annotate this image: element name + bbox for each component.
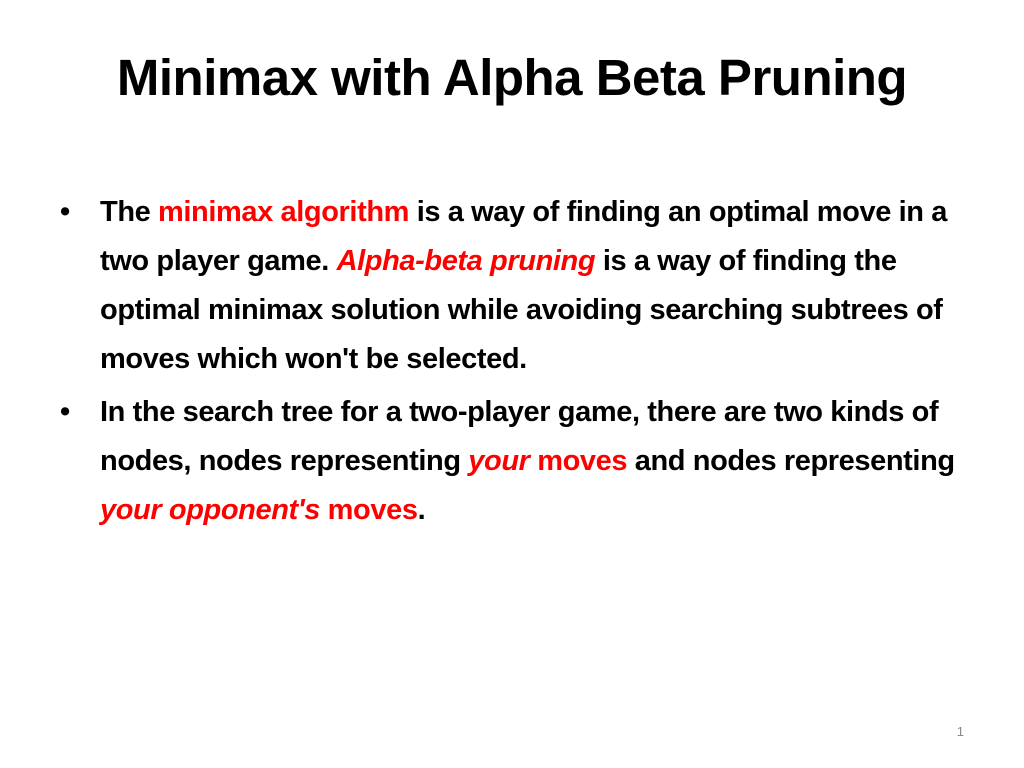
- slide-title: Minimax with Alpha Beta Pruning: [116, 49, 908, 106]
- bullet-list: • The minimax algorithm is a way of find…: [60, 188, 980, 539]
- page-number: 1: [956, 724, 964, 739]
- text-segment: The: [100, 196, 159, 228]
- highlight-term: moves: [537, 445, 628, 477]
- bullet-icon: •: [60, 196, 70, 228]
- bullet-item: • In the search tree for a two-player ga…: [60, 388, 980, 535]
- highlight-term: minimax algorithm: [158, 196, 410, 228]
- bullet-icon: •: [60, 396, 70, 428]
- highlight-term: moves: [327, 494, 418, 526]
- highlight-term: your opponent's: [100, 494, 320, 526]
- text-segment: [320, 494, 328, 526]
- highlight-term: Alpha-beta pruning: [336, 245, 596, 277]
- text-segment: is a way of finding an optimal move in a…: [100, 196, 947, 277]
- highlight-term: your: [468, 445, 530, 477]
- text-segment: In the search tree for a two-player game…: [100, 396, 939, 477]
- bullet-item: • The minimax algorithm is a way of find…: [60, 188, 980, 384]
- text-segment: .: [417, 494, 426, 526]
- text-segment: is a way of finding the optimal minimax …: [100, 245, 943, 375]
- text-segment: and nodes representing: [627, 445, 955, 477]
